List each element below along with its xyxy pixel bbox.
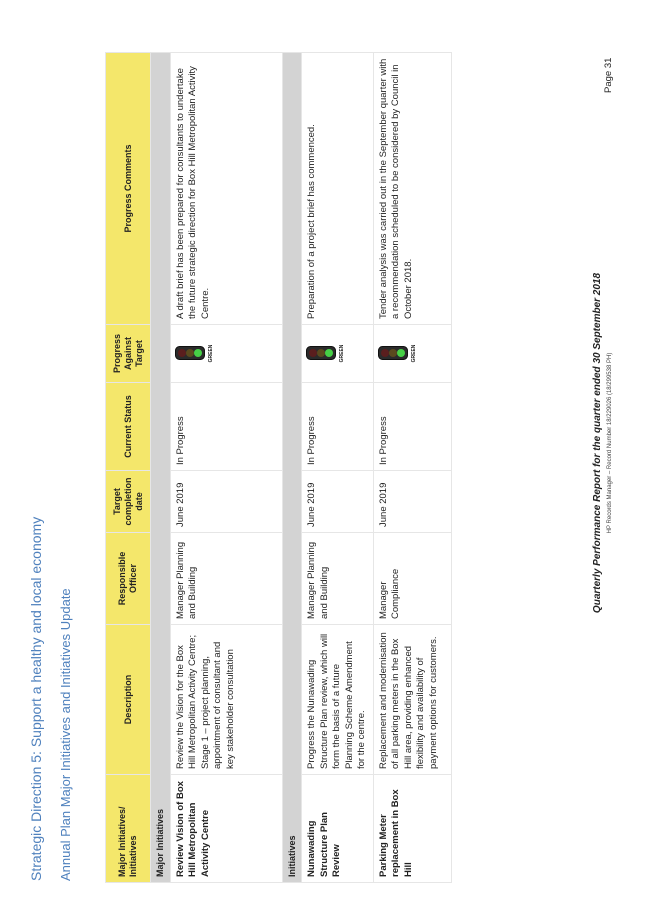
header-officer: Responsible Officer (105, 532, 151, 625)
header-initiative: Major Initiatives/ Initiatives (105, 774, 151, 883)
initiatives-table: Major Initiatives/ Initiatives Descripti… (105, 52, 452, 883)
header-comments: Progress Comments (105, 52, 151, 325)
progress-label: GREEN (410, 344, 417, 363)
target-date: June 2019 (301, 470, 373, 533)
current-status: In Progress (170, 382, 282, 471)
traffic-light-icon: GREEN (306, 342, 349, 366)
table-header-row: Major Initiatives/ Initiatives Descripti… (105, 52, 151, 883)
header-status: Current Status (105, 382, 151, 471)
initiative-name: Review Vision of Box Hill Metropolitan A… (170, 774, 282, 883)
section-row-major-initiatives: Major Initiatives (150, 52, 170, 883)
traffic-light-icon: GREEN (174, 342, 218, 366)
strategic-direction-heading: Strategic Direction 5: Support a healthy… (28, 516, 44, 881)
progress-cell: GREEN (301, 324, 373, 383)
table-row: Review Vision of Box Hill Metropolitan A… (170, 52, 282, 883)
progress-cell: GREEN (373, 324, 451, 383)
progress-label: GREEN (207, 344, 214, 363)
current-status: In Progress (301, 382, 373, 471)
table-row: Nunawading Structure Plan Review Progres… (301, 52, 373, 883)
section-row-initiatives: Initiatives (282, 52, 302, 883)
initiative-name: Parking Meter replacement in Box Hill (373, 774, 451, 883)
current-status: In Progress (373, 382, 451, 471)
header-target: Target completion date (105, 470, 151, 533)
report-title-footer: Quarterly Performance Report for the qua… (592, 272, 603, 614)
header-progress: Progress Against Target (105, 324, 151, 383)
page-number: Page 31 (603, 57, 614, 93)
section-label: Initiatives (282, 52, 302, 883)
responsible-officer: Manager Compliance (373, 532, 451, 625)
progress-comments: Tender analysis was carried out in the S… (373, 52, 451, 325)
section-label: Major Initiatives (150, 52, 170, 883)
annual-plan-subheading: Annual Plan Major Initiatives and Initia… (58, 588, 73, 881)
header-description: Description (105, 624, 151, 775)
responsible-officer: Manager Planning and Building (301, 532, 373, 625)
initiative-description: Review the Vision for the Box Hill Metro… (170, 624, 282, 775)
progress-label: GREEN (339, 344, 345, 363)
traffic-light-icon: GREEN (377, 342, 421, 366)
table-row: Parking Meter replacement in Box Hill Re… (373, 52, 451, 883)
progress-comments: A draft brief has been prepared for cons… (170, 52, 282, 325)
initiative-name: Nunawading Structure Plan Review (301, 774, 373, 883)
target-date: June 2019 (373, 470, 451, 533)
responsible-officer: Manager Planning and Building (170, 532, 282, 625)
record-number-footer: HP Records Manager – Record Number 18/22… (607, 352, 613, 534)
progress-comments: Preparation of a project brief has comme… (301, 52, 373, 325)
initiative-description: Progress the Nunawading Structure Plan r… (301, 624, 373, 775)
initiative-description: Replacement and modernisation of all par… (373, 624, 451, 775)
progress-cell: GREEN (170, 324, 282, 383)
target-date: June 2019 (170, 470, 282, 533)
